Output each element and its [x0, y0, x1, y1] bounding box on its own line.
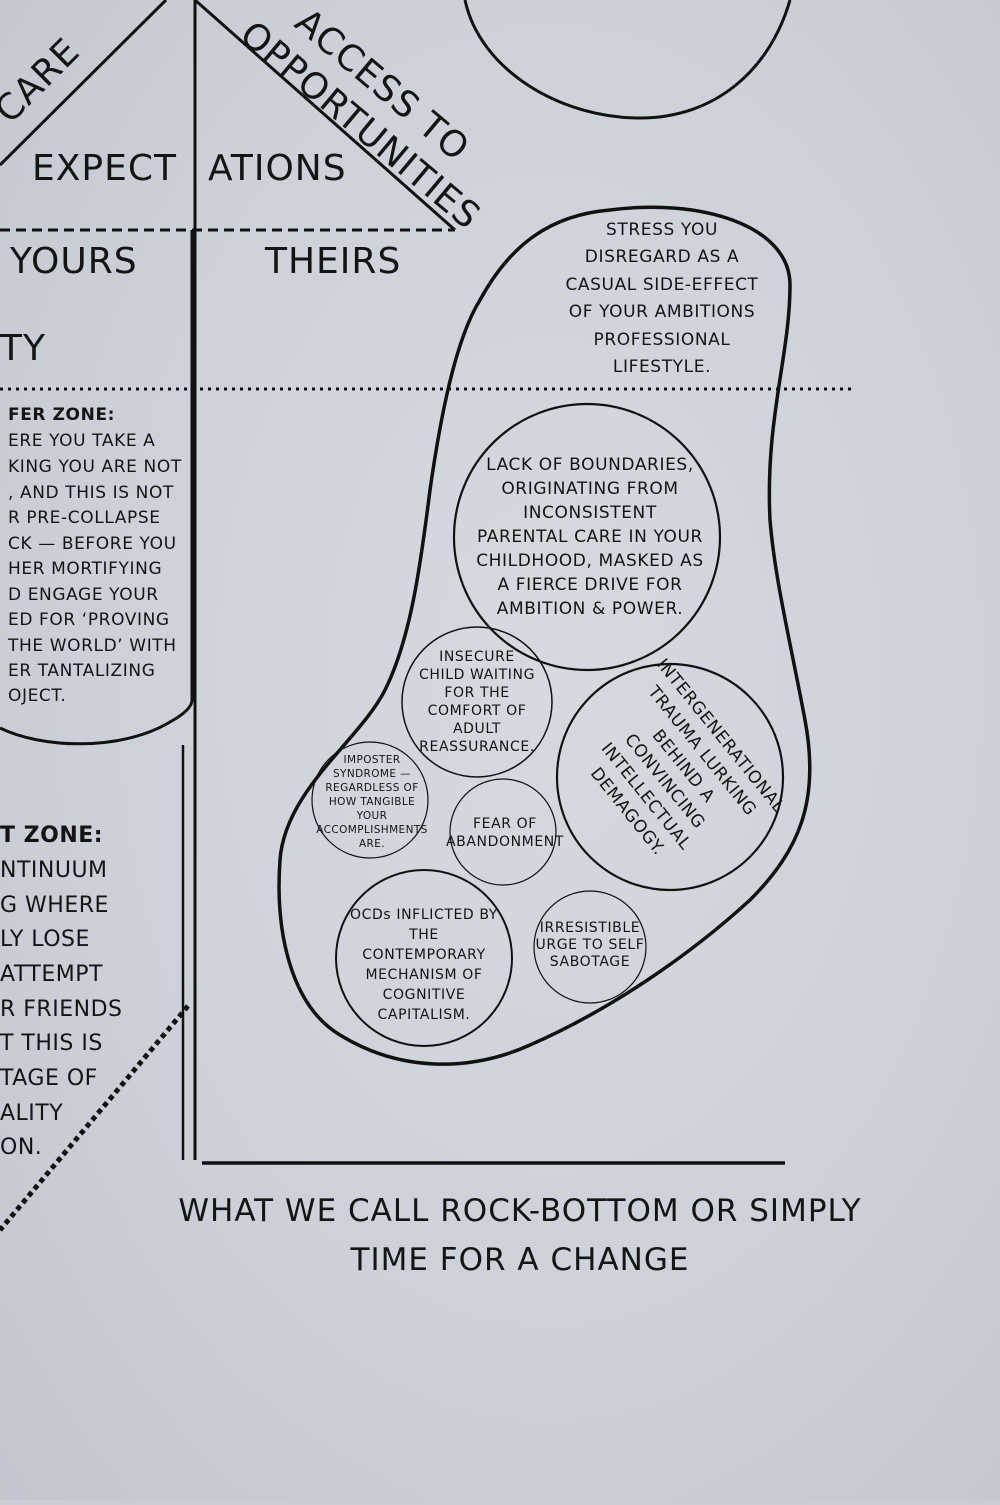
svg-text:MECHANISM OF: MECHANISM OF	[365, 967, 482, 983]
svg-text:, AND THIS IS NOT: , AND THIS IS NOT	[8, 483, 174, 503]
caption-line-1: WHAT WE CALL ROCK-BOTTOM OR SIMPLY	[178, 1193, 861, 1229]
boundaries-text: LACK OF BOUNDARIES, ORIGINATING FROM INC…	[476, 455, 704, 619]
svg-text:DISREGARD AS A: DISREGARD AS A	[585, 247, 739, 267]
svg-text:REGARDLESS OF: REGARDLESS OF	[325, 782, 418, 794]
svg-text:ED FOR ‘PROVING: ED FOR ‘PROVING	[8, 610, 170, 630]
boundaries-circle	[452, 402, 722, 672]
svg-text:ALITY: ALITY	[0, 1101, 63, 1126]
svg-text:FOR THE: FOR THE	[444, 685, 509, 701]
svg-text:SYNDROME —: SYNDROME —	[333, 768, 411, 780]
svg-text:FEAR OF: FEAR OF	[473, 816, 537, 832]
svg-text:IMPOSTER: IMPOSTER	[344, 754, 401, 766]
buffer-zone-outline	[0, 699, 194, 746]
svg-text:ATTEMPT: ATTEMPT	[0, 962, 103, 987]
svg-text:PROFESSIONAL: PROFESSIONAL	[594, 330, 731, 350]
svg-text:D ENGAGE YOUR: D ENGAGE YOUR	[8, 585, 159, 605]
svg-text:INCONSISTENT: INCONSISTENT	[523, 503, 657, 523]
top-circle	[463, 0, 792, 120]
svg-text:T THIS IS: T THIS IS	[0, 1031, 103, 1056]
svg-text:INSECURE: INSECURE	[439, 649, 515, 665]
insecure-child-circle	[401, 626, 553, 778]
abandonment-text: FEAR OF ABANDONMENT	[446, 816, 564, 850]
svg-text:TAGE OF: TAGE OF	[0, 1066, 98, 1091]
self-sabotage-circle	[533, 890, 647, 1004]
svg-text:CAPITALISM.: CAPITALISM.	[378, 1007, 471, 1023]
svg-text:CASUAL SIDE-EFFECT: CASUAL SIDE-EFFECT	[565, 275, 758, 295]
svg-text:CHILD WAITING: CHILD WAITING	[419, 667, 535, 683]
svg-text:COMFORT OF: COMFORT OF	[428, 703, 527, 719]
svg-text:NTINUUM: NTINUUM	[0, 858, 108, 883]
svg-text:ARE.: ARE.	[359, 838, 385, 850]
ocd-circle	[335, 869, 513, 1047]
stress-text: STRESS YOU DISREGARD AS A CASUAL SIDE-EF…	[565, 220, 758, 377]
access-label: ACCESS TO OPPORTUNITIES	[232, 1, 488, 238]
svg-text:ER TANTALIZING: ER TANTALIZING	[8, 661, 156, 681]
stress-blob-outline	[277, 205, 812, 1066]
svg-text:KING YOU ARE NOT: KING YOU ARE NOT	[8, 457, 182, 477]
imposter-syndrome-circle	[311, 741, 429, 859]
svg-text:REASSURANCE.: REASSURANCE.	[419, 739, 535, 755]
theirs-label: THEIRS	[264, 241, 401, 282]
dotted-diagonal-line	[0, 1004, 190, 1232]
svg-text:LIFESTYLE.: LIFESTYLE.	[613, 357, 711, 377]
svg-text:OCDs INFLICTED BY: OCDs INFLICTED BY	[350, 907, 498, 923]
svg-text:PARENTAL CARE IN YOUR: PARENTAL CARE IN YOUR	[477, 527, 703, 547]
svg-text:STRESS YOU: STRESS YOU	[606, 220, 718, 240]
svg-text:T ZONE:: T ZONE:	[0, 823, 103, 848]
svg-text:CHILDHOOD, MASKED AS: CHILDHOOD, MASKED AS	[476, 551, 704, 571]
svg-text:IRRESISTIBLE: IRRESISTIBLE	[540, 920, 640, 936]
expectations-label-part1: EXPECT	[32, 148, 177, 189]
intergenerational-trauma-text: INTERGENERATIONAL TRAUMA LURKING BEHIND …	[586, 655, 789, 859]
ty-label: TY	[0, 328, 46, 369]
svg-text:COGNITIVE: COGNITIVE	[383, 987, 466, 1003]
svg-text:OF YOUR AMBITIONS: OF YOUR AMBITIONS	[569, 302, 756, 322]
svg-text:THE: THE	[408, 927, 439, 943]
svg-text:AMBITION & POWER.: AMBITION & POWER.	[497, 599, 684, 619]
svg-text:OJECT.: OJECT.	[8, 686, 66, 706]
care-label: CARE	[0, 31, 88, 132]
abandonment-circle	[449, 778, 557, 886]
intergenerational-trauma-circle	[555, 662, 785, 892]
svg-text:ON.: ON.	[0, 1135, 42, 1160]
svg-text:HOW TANGIBLE: HOW TANGIBLE	[329, 796, 415, 808]
svg-text:CONTEMPORARY: CONTEMPORARY	[362, 947, 486, 963]
svg-text:SABOTAGE: SABOTAGE	[550, 954, 630, 970]
svg-text:ERE YOU TAKE A: ERE YOU TAKE A	[8, 431, 155, 451]
svg-text:LY LOSE: LY LOSE	[0, 927, 90, 952]
svg-text:YOUR: YOUR	[356, 810, 388, 822]
svg-text:FER ZONE:: FER ZONE:	[8, 405, 115, 425]
svg-text:R PRE-COLLAPSE: R PRE-COLLAPSE	[8, 508, 161, 528]
ocd-text: OCDs INFLICTED BY THE CONTEMPORARY MECHA…	[350, 907, 498, 1023]
svg-text:R FRIENDS: R FRIENDS	[0, 997, 122, 1022]
svg-text:CK — BEFORE YOU: CK — BEFORE YOU	[8, 534, 177, 554]
svg-text:ADULT: ADULT	[453, 721, 501, 737]
svg-text:ORIGINATING FROM: ORIGINATING FROM	[501, 479, 678, 499]
yours-label: YOURS	[9, 241, 138, 282]
svg-text:THE WORLD’ WITH: THE WORLD’ WITH	[7, 636, 177, 656]
insecure-child-text: INSECURE CHILD WAITING FOR THE COMFORT O…	[419, 649, 535, 755]
t-zone-text: T ZONE: NTINUUM G WHERE LY LOSE ATTEMPT …	[0, 823, 122, 1160]
self-sabotage-text: IRRESISTIBLE URGE TO SELF SABOTAGE	[536, 920, 645, 970]
svg-text:URGE TO SELF: URGE TO SELF	[536, 937, 645, 953]
imposter-syndrome-text: IMPOSTER SYNDROME — REGARDLESS OF HOW TA…	[316, 754, 427, 850]
buffer-zone-text: FER ZONE: ERE YOU TAKE A KING YOU ARE NO…	[7, 405, 182, 706]
svg-text:LACK OF BOUNDARIES,: LACK OF BOUNDARIES,	[486, 455, 694, 475]
svg-text:HER MORTIFYING: HER MORTIFYING	[8, 559, 162, 579]
expectations-label-part2: ATIONS	[208, 148, 347, 189]
left-diagonal-line	[0, 0, 168, 167]
svg-text:ACCOMPLISHMENTS: ACCOMPLISHMENTS	[316, 824, 427, 836]
svg-text:G WHERE: G WHERE	[0, 893, 109, 918]
right-diagonal-line	[194, 0, 456, 232]
caption-line-2: TIME FOR A CHANGE	[350, 1242, 690, 1278]
svg-text:ABANDONMENT: ABANDONMENT	[446, 834, 564, 850]
svg-text:A FIERCE DRIVE FOR: A FIERCE DRIVE FOR	[497, 575, 682, 595]
